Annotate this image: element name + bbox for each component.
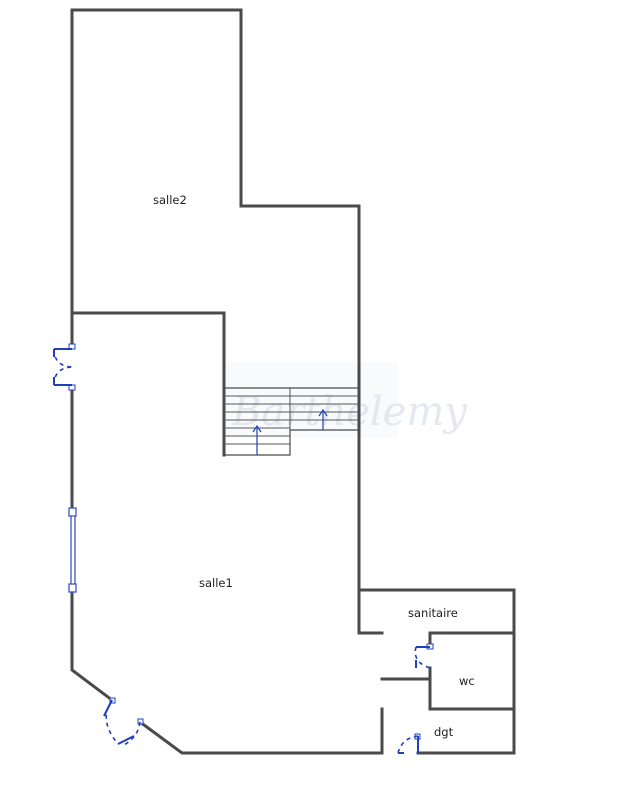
door-wc bbox=[414, 643, 434, 669]
wall-salle2-outer bbox=[70, 8, 361, 635]
wall-service-block bbox=[357, 588, 516, 755]
wall-wc-left bbox=[428, 666, 516, 711]
room-label-wc: wc bbox=[459, 674, 475, 688]
stair-arrowhead-icon bbox=[318, 408, 328, 417]
wall-wc-top bbox=[428, 631, 516, 648]
room-label-sanitaire: sanitaire bbox=[408, 606, 458, 620]
wall-salle2-salle1 bbox=[70, 311, 226, 457]
interior-walls bbox=[70, 311, 516, 755]
window-west bbox=[68, 507, 77, 593]
room-label-salle1: salle1 bbox=[199, 576, 233, 590]
exterior-walls bbox=[70, 8, 516, 755]
wall-west-bottom bbox=[70, 590, 115, 703]
watermark-logo: Barthelemy bbox=[226, 362, 468, 438]
room-label-dgt: dgt bbox=[434, 725, 454, 739]
room-label-salle2: salle2 bbox=[153, 193, 187, 207]
stair-arrowhead-icon bbox=[252, 424, 262, 433]
door-dgt bbox=[397, 733, 421, 754]
double-door-southwest bbox=[103, 697, 144, 747]
staircase bbox=[224, 387, 360, 456]
wall-south-west bbox=[137, 719, 384, 755]
double-door-west bbox=[53, 343, 76, 391]
stair-outline bbox=[224, 387, 360, 456]
